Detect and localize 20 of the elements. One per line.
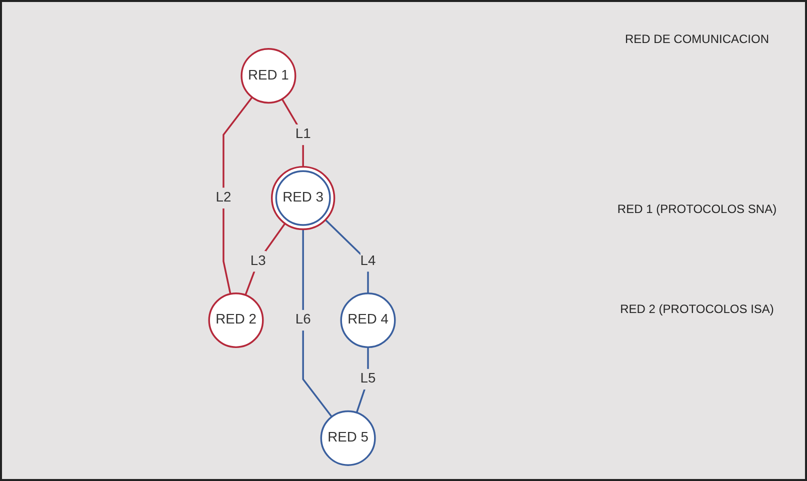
network-circle: RED 5 [320, 410, 376, 466]
link-line [244, 223, 286, 296]
edge-label: L5 [360, 368, 376, 390]
link-line [222, 96, 253, 294]
edge-label: L6 [295, 310, 311, 331]
edge-label: L4 [360, 250, 376, 272]
edge-label: L2 [216, 188, 232, 208]
network-circle: RED 4 [340, 292, 396, 348]
network-label: RED 2 (PROTOCOLOS ISA) [619, 302, 775, 316]
network-circle: RED 3 [270, 166, 336, 230]
link-line [302, 229, 332, 418]
network-label: RED 1 (PROTOCOLOS SNA) [616, 202, 778, 216]
network-circle: RED 2 [208, 292, 264, 348]
network-circle: RED 1 [240, 48, 296, 104]
link-line [356, 347, 369, 413]
link-line [281, 98, 304, 167]
link-line [324, 219, 369, 294]
edge-label: L3 [250, 250, 266, 272]
edge-label: L1 [295, 124, 311, 146]
network-title: RED DE COMUNICACION [624, 32, 770, 46]
